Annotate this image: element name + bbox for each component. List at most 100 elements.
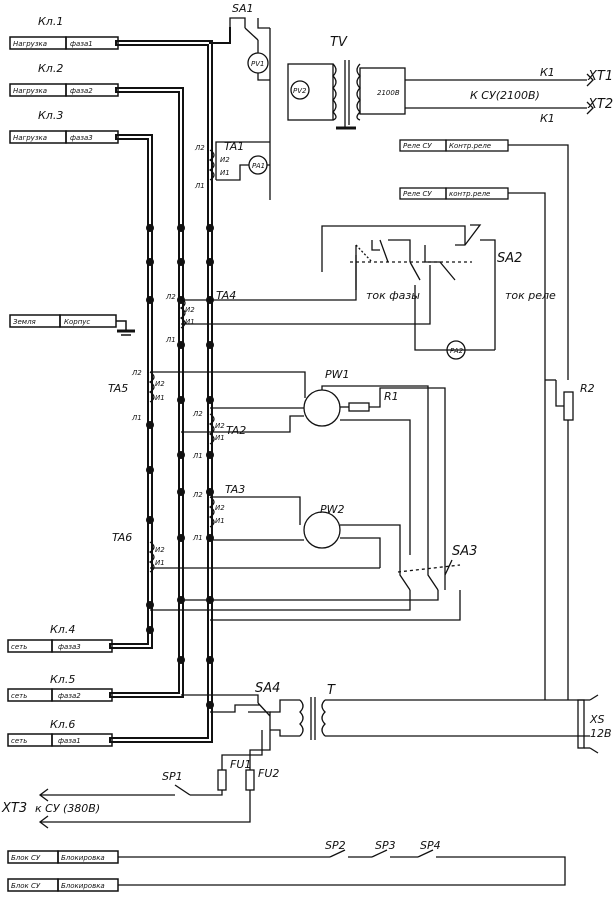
ta3-label: TA3 xyxy=(225,483,245,496)
sp4-label: SP4 xyxy=(420,839,441,852)
kl3-text-b: фаза3 xyxy=(70,134,93,142)
pv1-label: PV1 xyxy=(251,60,264,68)
xt2-label: XT2 xyxy=(587,97,613,112)
kl1-text-a: Нагрузка xyxy=(13,40,47,48)
ta1-l2-label: Л2 xyxy=(194,144,205,152)
terminal-block2: Блок СУ Блокировка xyxy=(7,878,119,892)
ta6-current-transformer xyxy=(148,541,380,573)
ta2-current-transformer xyxy=(208,413,215,445)
sa3-label: SA3 xyxy=(452,544,477,559)
kl5-text-a: сеть xyxy=(11,692,27,700)
relay2-text-b: контр.реле xyxy=(449,190,490,198)
sa3-switch xyxy=(150,555,461,621)
ksu-label: К СУ(2100В) xyxy=(470,89,540,102)
tv-transformer: TV xyxy=(287,35,594,130)
terminal-block1: Блок СУ Блокировка xyxy=(7,850,119,864)
ta2-l1-label: Л1 xyxy=(192,452,203,460)
r2-label: R2 xyxy=(580,382,595,395)
pw1-label: PW1 xyxy=(325,368,350,381)
ta1-u2-label: И2 xyxy=(220,156,230,164)
ta4-u1-label: И1 xyxy=(185,318,195,326)
earth-text-a: Земля xyxy=(13,318,36,326)
junction-dots xyxy=(146,224,214,709)
ta3-u2-label: И2 xyxy=(215,504,225,512)
xs-label: XS xyxy=(589,713,605,726)
terminal-relay1: Реле СУ Контр.реле xyxy=(399,139,509,152)
sa1-label: SA1 xyxy=(232,2,254,15)
terminal-kl5: Кл.5 сеть фаза2 xyxy=(7,673,113,702)
k1-top-label: К1 xyxy=(540,66,555,79)
kl3-text-a: Нагрузка xyxy=(13,134,47,142)
ta5-current-transformer xyxy=(148,371,306,403)
ta3-l1-label: Л1 xyxy=(192,534,203,542)
kl2-label: Кл.2 xyxy=(38,62,63,75)
kl2-text-b: фаза2 xyxy=(70,87,93,95)
kl5-label: Кл.5 xyxy=(50,673,75,686)
terminal-earth: Земля Корпус xyxy=(9,314,135,336)
fu1-label: FU1 xyxy=(230,758,251,771)
sp2-label: SP2 xyxy=(325,839,346,852)
ta2-l2-label: Л2 xyxy=(192,410,203,418)
t-transformer xyxy=(270,694,599,754)
k1-bottom-label: К1 xyxy=(540,112,555,125)
ta4-l1-label: Л1 xyxy=(165,336,176,344)
ta6-label: TA6 xyxy=(112,531,132,544)
ta2-u1-label: И1 xyxy=(215,434,225,442)
ta3-l2-label: Л2 xyxy=(192,491,203,499)
earth-text-b: Корпус xyxy=(64,318,90,326)
lock-chain xyxy=(118,849,566,886)
ta6-u2-label: И2 xyxy=(155,546,165,554)
block1-text-b: Блокировка xyxy=(61,854,105,862)
r1-label: R1 xyxy=(384,390,399,403)
terminal-kl4: Кл.4 сеть фаза3 xyxy=(7,623,113,653)
pa1-label: PA1 xyxy=(252,162,265,170)
kl1-text-b: фаза1 xyxy=(70,40,93,48)
xt1-label: XT1 xyxy=(587,69,613,84)
xs-voltage-label: 12В xyxy=(590,727,612,740)
ta4-label: TA4 xyxy=(216,289,236,302)
bus-lines xyxy=(109,27,231,743)
ta3-current-transformer xyxy=(208,496,301,528)
kl3-label: Кл.3 xyxy=(38,109,63,122)
kl6-label: Кл.6 xyxy=(50,718,75,731)
tok-rele-label: ток реле xyxy=(505,289,556,302)
ta2-label: TA2 xyxy=(226,424,246,437)
sa4-switch xyxy=(181,694,271,770)
terminal-kl3: Кл.3 Нагрузка фаза3 xyxy=(9,109,119,144)
kl6-text-a: сеть xyxy=(11,737,27,745)
block1-text-a: Блок СУ xyxy=(11,854,41,862)
fuses xyxy=(38,769,255,829)
terminal-kl1: Кл.1 Нагрузка фаза1 xyxy=(9,15,119,50)
ta6-u1-label: И1 xyxy=(155,559,165,567)
block2-text-b: Блокировка xyxy=(61,882,105,890)
ta1-u1-label: И1 xyxy=(220,169,230,177)
ta5-l2-label: Л2 xyxy=(131,369,142,377)
ta5-u2-label: И2 xyxy=(155,380,165,388)
kl4-text-b: фаза3 xyxy=(58,643,81,651)
tv-label: TV xyxy=(330,35,348,50)
pw2-wattmeter xyxy=(210,511,401,568)
kl4-label: Кл.4 xyxy=(50,623,75,636)
relay-wires xyxy=(508,144,574,700)
fu2-label: FU2 xyxy=(258,767,279,780)
kl4-text-a: сеть xyxy=(11,643,27,651)
t-label: T xyxy=(327,683,336,698)
relay2-text-a: Реле СУ xyxy=(403,190,432,198)
ta4-l2-label: Л2 xyxy=(165,293,176,301)
kl2-text-a: Нагрузка xyxy=(13,87,47,95)
pv1-meter: PV1 xyxy=(247,40,270,81)
ta4-u2-label: И2 xyxy=(185,306,195,314)
sp3-label: SP3 xyxy=(375,839,396,852)
pw1-wattmeter xyxy=(181,385,446,590)
ksu380-label: к СУ (380В) xyxy=(35,802,100,815)
kl6-text-b: фаза1 xyxy=(58,737,81,745)
relay1-text-a: Реле СУ xyxy=(403,142,432,150)
ta5-l1-label: Л1 xyxy=(131,414,142,422)
kl5-text-b: фаза2 xyxy=(58,692,81,700)
terminal-relay2: Реле СУ контр.реле xyxy=(399,187,509,200)
xt3-label: XT3 xyxy=(1,801,27,816)
terminal-kl6: Кл.6 сеть фаза1 xyxy=(7,718,113,747)
relay1-text-b: Контр.реле xyxy=(449,142,491,150)
ta1-l1-label: Л1 xyxy=(194,182,205,190)
